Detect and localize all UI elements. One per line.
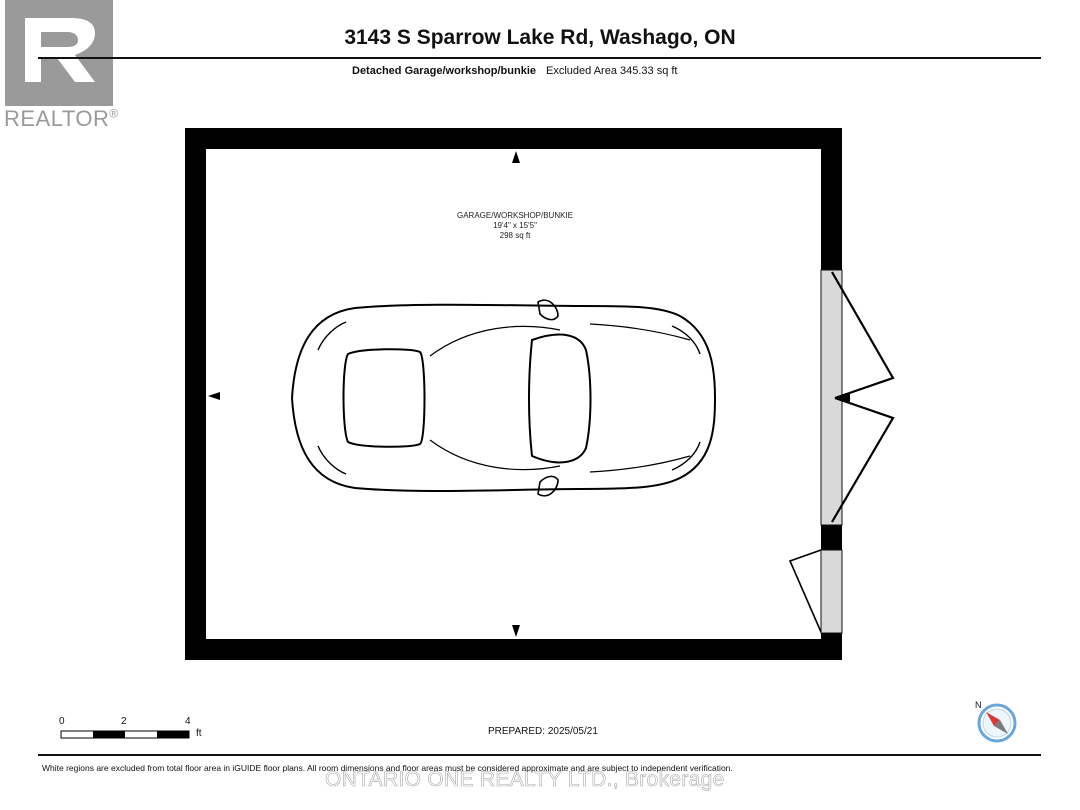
room-label: GARAGE/WORKSHOP/BUNKIE 19'4" x 15'5" 298… (440, 211, 590, 241)
garage-walls (185, 128, 842, 660)
prepared-date: PREPARED: 2025/05/21 (488, 726, 598, 737)
disclaimer-text: White regions are excluded from total fl… (42, 763, 733, 773)
realtor-logo-icon (5, 0, 113, 106)
scale-unit: ft (196, 728, 202, 739)
realtor-logo-text: REALTOR® (4, 106, 119, 132)
room-area: 298 sq ft (499, 231, 531, 240)
scale-bar (60, 730, 190, 739)
single-door-swing (788, 549, 822, 633)
excluded-area: Excluded Area 345.33 sq ft (546, 65, 678, 77)
footer-divider (38, 754, 1041, 756)
property-address-title: 3143 S Sparrow Lake Rd, Washago, ON (344, 26, 736, 49)
top-wall-arrow-icon (512, 151, 520, 163)
car-icon (290, 299, 717, 497)
floor-subtitle: Detached Garage/workshop/bunkie Excluded … (352, 65, 677, 77)
compass-north-label: N (975, 700, 982, 710)
room-dimensions: 19'4" x 15'5" (493, 221, 537, 230)
scale-tick-4: 4 (185, 716, 191, 727)
bottom-wall-arrow-icon (512, 625, 520, 637)
single-door-opening (820, 549, 843, 634)
brokerage-watermark: ONTARIO ONE REALTY LTD., Brokerage (325, 768, 725, 792)
room-name: GARAGE/WORKSHOP/BUNKIE (456, 211, 574, 220)
title-divider (38, 57, 1041, 59)
floor-name: Detached Garage/workshop/bunkie (352, 65, 536, 77)
left-wall-arrow-icon (208, 392, 220, 400)
realtor-brand-text: REALTOR (4, 106, 110, 131)
scale-tick-0: 0 (59, 716, 65, 727)
door-marker-icon (835, 393, 850, 403)
registered-mark: ® (109, 106, 119, 121)
compass-icon: N (975, 700, 1017, 743)
scale-tick-2: 2 (121, 716, 127, 727)
double-door-swing (831, 271, 895, 523)
